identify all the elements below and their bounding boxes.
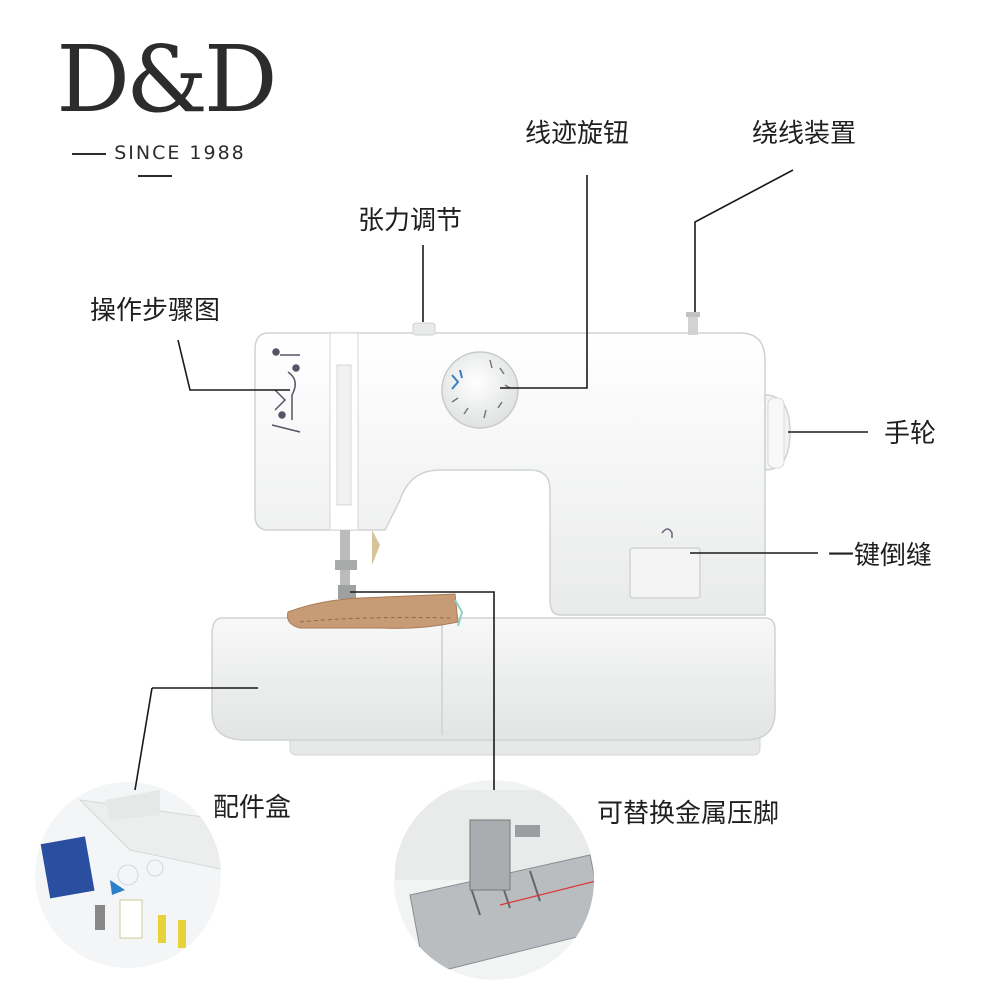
accessory-box-photo (35, 782, 221, 968)
logo-tagline: SINCE 1988 (40, 142, 270, 186)
label-stitch-dial: 线迹旋钮 (525, 119, 630, 149)
needle-assembly (335, 530, 380, 599)
label-tension: 张力调节 (358, 206, 463, 236)
brand-logo: D&D SINCE 1988 (40, 30, 290, 170)
logo-mark: D&D (56, 26, 277, 133)
reverse-button-shape (629, 528, 701, 599)
stitch-dial (441, 351, 519, 429)
presser-foot-photo (394, 780, 594, 980)
leader-lines (134, 169, 868, 791)
label-presser-foot: 可替换金属压脚 (597, 799, 780, 829)
label-accessory-box: 配件盒 (213, 793, 292, 823)
label-handwheel: 手轮 (884, 419, 937, 449)
label-bobbin-winder: 绕线装置 (752, 119, 857, 149)
label-reverse: 一键倒缝 (828, 541, 933, 571)
handwheel (764, 394, 791, 471)
threading-diagram (271, 348, 301, 433)
label-steps-chart: 操作步骤图 (90, 296, 221, 326)
fabric (287, 593, 464, 629)
